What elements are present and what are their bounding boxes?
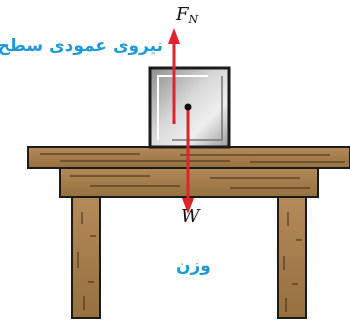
center-of-mass-dot <box>184 103 192 111</box>
normal-force-symbol: FN <box>176 4 199 26</box>
weight-symbol: W <box>181 206 200 227</box>
table-leg-left <box>71 195 101 319</box>
weight-caption: وزن <box>176 256 211 276</box>
normal-force-arrow <box>168 28 180 124</box>
normal-force-caption: نیروی عمودی سطح <box>0 36 163 56</box>
table-leg-right <box>277 195 307 319</box>
weight-arrow <box>182 107 194 214</box>
